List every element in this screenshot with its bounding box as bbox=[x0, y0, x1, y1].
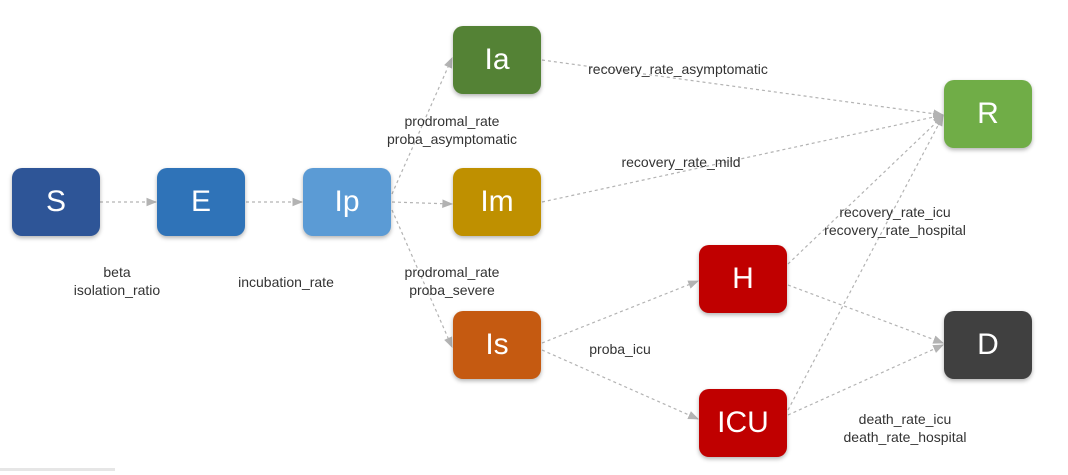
edges bbox=[100, 57, 945, 420]
label-s-e-line2: isolation_ratio bbox=[73, 282, 161, 298]
label-ip-is-line1: prodromal_rate bbox=[404, 264, 500, 280]
node-is: Is bbox=[453, 311, 541, 379]
label-s-e: beta isolation_ratio bbox=[74, 263, 160, 299]
label-im-r-line1: recovery_rate_mild bbox=[621, 154, 741, 170]
label-icu-d: death_rate_icu death_rate_hospital bbox=[844, 410, 967, 446]
label-ia-r: recovery_rate_asymptomatic bbox=[588, 60, 768, 78]
node-s: S bbox=[12, 168, 100, 236]
node-d: D bbox=[944, 311, 1032, 379]
edge-ia-r bbox=[541, 59, 945, 118]
edge-icu-d bbox=[787, 344, 944, 416]
edge-ip-ia bbox=[391, 57, 453, 195]
label-is-h-line1: proba_icu bbox=[589, 341, 651, 357]
node-h: H bbox=[699, 245, 787, 313]
node-im: Im bbox=[453, 168, 541, 236]
node-ip: Ip bbox=[303, 168, 391, 236]
label-e-ip-line1: incubation_rate bbox=[238, 274, 334, 290]
label-h-r: recovery_rate_icu recovery_rate_hospital bbox=[824, 203, 966, 239]
node-r: R bbox=[944, 80, 1032, 148]
label-e-ip: incubation_rate bbox=[238, 273, 334, 291]
edge-im-r bbox=[541, 112, 945, 203]
label-h-r-line1: recovery_rate_icu bbox=[839, 204, 951, 220]
label-ip-is: prodromal_rate proba_severe bbox=[405, 263, 500, 299]
edge-h-d bbox=[787, 284, 945, 344]
edge-h-r bbox=[787, 115, 944, 265]
label-icu-d-line1: death_rate_icu bbox=[858, 411, 952, 427]
label-ip-ia-line2: proba_asymptomatic bbox=[387, 131, 517, 147]
edge-ip-is bbox=[391, 209, 453, 348]
label-im-r: recovery_rate_mild bbox=[621, 153, 740, 171]
label-is-h: proba_icu bbox=[589, 340, 651, 358]
edge-icu-r bbox=[787, 115, 944, 411]
label-s-e-line1: beta bbox=[103, 264, 131, 280]
edge-is-icu bbox=[541, 349, 699, 420]
edge-ip-im bbox=[391, 199, 454, 208]
label-h-r-line2: recovery_rate_hospital bbox=[824, 222, 966, 238]
label-ia-r-line1: recovery_rate_asymptomatic bbox=[588, 61, 768, 77]
node-ia: Ia bbox=[453, 26, 541, 94]
label-ip-is-line2: proba_severe bbox=[409, 282, 495, 298]
node-e: E bbox=[157, 168, 245, 236]
node-icu: ICU bbox=[699, 389, 787, 457]
bottom-scroll-indicator bbox=[0, 468, 115, 471]
edge-is-h bbox=[541, 280, 700, 344]
label-icu-d-line2: death_rate_hospital bbox=[843, 429, 967, 445]
label-ip-ia: prodromal_rate proba_asymptomatic bbox=[387, 112, 517, 148]
label-ip-ia-line1: prodromal_rate bbox=[404, 113, 500, 129]
